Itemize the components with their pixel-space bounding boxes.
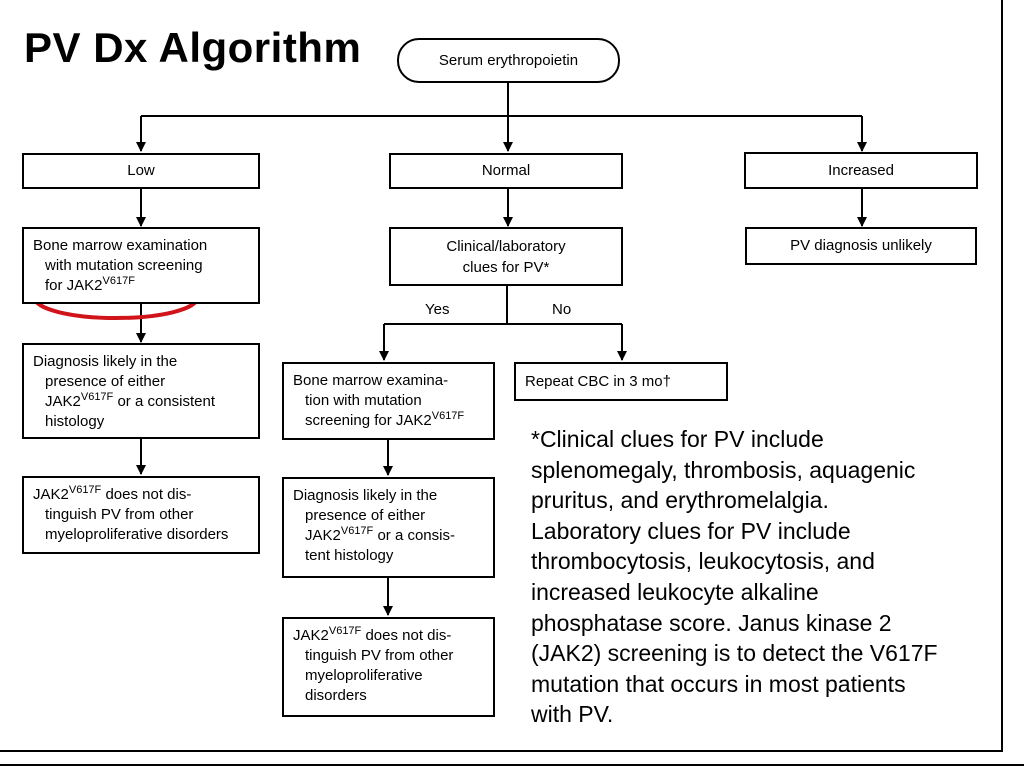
footnote-line: phosphatase score. Janus kinase 2: [531, 609, 892, 636]
normal-jak2-not-distinguish-node: JAK2V617F does not dis- tinguish PV from…: [282, 617, 495, 717]
text-superscript: V617F: [102, 275, 135, 287]
pv-unlikely-node: PV diagnosis unlikely: [745, 227, 977, 265]
text-superscript: V617F: [80, 391, 114, 403]
footnote-line: mutation that occurs in most patients: [531, 670, 906, 697]
normal-node: Normal: [389, 153, 623, 189]
increased-node: Increased: [744, 152, 978, 189]
text-jak2: screening for JAK2: [305, 412, 432, 429]
text-jak2: JAK2: [33, 486, 69, 503]
text-line: histology: [45, 413, 105, 430]
text-line: Bone marrow examination: [33, 237, 208, 254]
text-line: with mutation screening: [45, 257, 203, 274]
low-bone-marrow-node: Bone marrow examination with mutation sc…: [22, 227, 260, 304]
text-line: does not dis-: [101, 486, 192, 503]
text-superscript: V617F: [340, 525, 374, 537]
text-line: tinguish PV from other: [305, 647, 454, 664]
footnote-line: thrombocytosis, leukocytosis, and: [531, 548, 875, 575]
footnote-line: with PV.: [531, 701, 614, 728]
footnote-line: Laboratory clues for PV include: [531, 517, 851, 544]
slide-title: PV Dx Algorithm: [24, 24, 362, 71]
slide-frame-right: [1001, 0, 1003, 752]
text-jak2: for JAK2: [45, 277, 103, 294]
text-line: myeloproliferative: [305, 667, 423, 684]
text-line: myeloproliferative disorders: [45, 526, 229, 543]
footnote-line: increased leukocyte alkaline: [531, 578, 819, 605]
text-line: presence of either: [305, 507, 426, 524]
no-branch-label: No: [552, 301, 572, 318]
text-line: Bone marrow examina-: [293, 372, 449, 389]
text-superscript: V617F: [431, 410, 465, 422]
low-diagnosis-likely-node: Diagnosis likely in the presence of eith…: [22, 343, 260, 439]
text-line: Diagnosis likely in the: [33, 353, 178, 370]
text-line: does not dis-: [361, 627, 452, 644]
low-jak2-not-distinguish-node: JAK2V617F does not dis- tinguish PV from…: [22, 476, 260, 554]
normal-diagnosis-likely-node: Diagnosis likely in the presence of eith…: [282, 477, 495, 578]
clinical-clues-node: Clinical/laboratory clues for PV*: [389, 227, 623, 286]
text-line: or a consistent: [113, 393, 215, 410]
text-superscript: V617F: [68, 484, 102, 496]
footnote-line: pruritus, and erythromelalgia.: [531, 487, 829, 514]
serum-erythropoietin-node: Serum erythropoietin: [397, 38, 620, 83]
text-line: tent histology: [305, 547, 394, 564]
footnote-line: (JAK2) screening is to detect the V617F: [531, 640, 938, 667]
text-line: Clinical/laboratory: [446, 237, 566, 255]
text-jak2: JAK2: [293, 627, 329, 644]
footnote-text: *Clinical clues for PV include splenomeg…: [531, 424, 996, 730]
slide-frame-bottom-edge: [0, 764, 1024, 766]
text-line: clues for PV*: [462, 258, 550, 276]
text-superscript: V617F: [328, 625, 362, 637]
text-line: tinguish PV from other: [45, 506, 194, 523]
footnote-line: splenomegaly, thrombosis, aquagenic: [531, 456, 916, 483]
normal-bone-marrow-node: Bone marrow examina- tion with mutation …: [282, 362, 495, 440]
low-node: Low: [22, 153, 260, 189]
text-line: presence of either: [45, 373, 166, 390]
text-jak2: JAK2: [305, 527, 341, 544]
repeat-cbc-node: Repeat CBC in 3 mo†: [514, 362, 728, 401]
yes-branch-label: Yes: [425, 301, 450, 318]
text-line: disorders: [305, 687, 367, 704]
text-jak2: JAK2: [45, 393, 81, 410]
text-line: Diagnosis likely in the: [293, 487, 438, 504]
footnote-line: *Clinical clues for PV include: [531, 426, 824, 452]
text-line: or a consis-: [373, 527, 455, 544]
slide-frame-bottom: [0, 750, 1003, 752]
text-line: tion with mutation: [305, 392, 422, 409]
